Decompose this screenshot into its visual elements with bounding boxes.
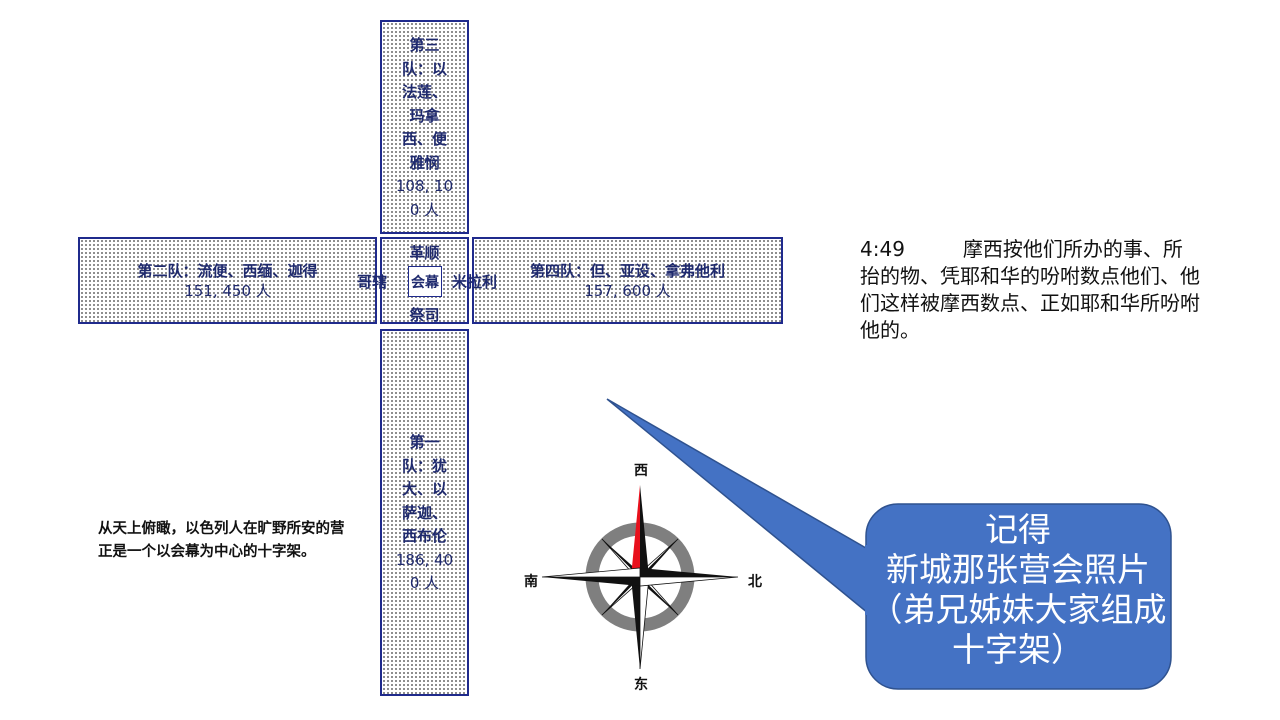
compass-label-right: 北 (748, 574, 762, 590)
verse-text: 摩西按他们所办的事、所抬的物、凭耶和华的吩咐数点他们、他们这样被摩西数点、正如耶… (860, 237, 1200, 342)
text-line: 大、以 (401, 480, 447, 498)
text-line: 法莲、 (401, 83, 447, 101)
text-line: 西布伦 (401, 527, 447, 545)
description-text: 从天上俯瞰，以色列人在旷野所安的营正是一个以会幕为中心的十字架。 (98, 521, 345, 560)
text-line: 队：犹 (401, 456, 447, 475)
tribe-box-first: 第一 队：犹 大、以 萨迦、 西布伦 186, 40 0 人 (380, 329, 469, 696)
text-line: 第二队：流便、西缅、迦得 (137, 262, 318, 280)
callout-line2: 新城那张营会照片（弟兄姊妹大家组成十字架） (869, 550, 1167, 669)
center-right-label: 米拉利 (452, 273, 498, 291)
text-line: 0 人 (409, 200, 440, 219)
text-line: 玛拿 (409, 106, 440, 125)
tabernacle-box: 会幕 (408, 266, 442, 297)
compass-label-left: 南 (524, 574, 538, 590)
text-line: 第四队：但、亚设、拿弗他利 (529, 262, 725, 280)
compass-label-bottom: 东 (634, 677, 648, 693)
text-line: 雅悯 (409, 153, 440, 172)
text-line: 0 人 (409, 574, 440, 592)
center-left-label: 哥辖 (357, 273, 388, 291)
callout-text: 记得 新城那张营会照片（弟兄姊妹大家组成十字架） (868, 510, 1168, 670)
center-top-label: 革顺 (409, 244, 440, 262)
tribe-second-text: 第二队：流便、西缅、迦得 151, 450 人 (80, 261, 375, 301)
text-line: 108, 10 (395, 177, 454, 195)
tribe-third-text: 第三 队：以 法莲、 玛拿 西、便 雅悯 108, 10 0 人 (382, 34, 467, 222)
text-line: 151, 450 人 (184, 282, 271, 300)
text-line: 157, 600 人 (584, 282, 671, 300)
text-line: 萨迦、 (401, 503, 447, 522)
center-box: 革顺 会幕 祭司 (380, 237, 469, 324)
center-bottom-label: 祭司 (409, 306, 440, 324)
text-line: 队：以 (401, 59, 447, 78)
compass-rose-icon (541, 485, 739, 670)
text-line: 第一 (409, 433, 440, 451)
tribe-box-second: 第二队：流便、西缅、迦得 151, 450 人 (78, 237, 377, 324)
tribe-fourth-text: 第四队：但、亚设、拿弗他利 157, 600 人 (474, 261, 781, 301)
text-line: 第三 (409, 36, 440, 54)
text-line: 西、便 (401, 130, 447, 148)
text-line: 186, 40 (395, 550, 454, 569)
tribe-box-third: 第三 队：以 法莲、 玛拿 西、便 雅悯 108, 10 0 人 (380, 20, 469, 234)
verse-ref: 4:49 (860, 237, 905, 261)
callout-line1: 记得 (985, 510, 1051, 549)
tabernacle-label: 会幕 (411, 275, 439, 291)
tribe-first-text: 第一 队：犹 大、以 萨迦、 西布伦 186, 40 0 人 (382, 431, 467, 596)
compass-label-top: 西 (634, 463, 648, 479)
tribe-box-fourth: 第四队：但、亚设、拿弗他利 157, 600 人 (472, 237, 783, 324)
